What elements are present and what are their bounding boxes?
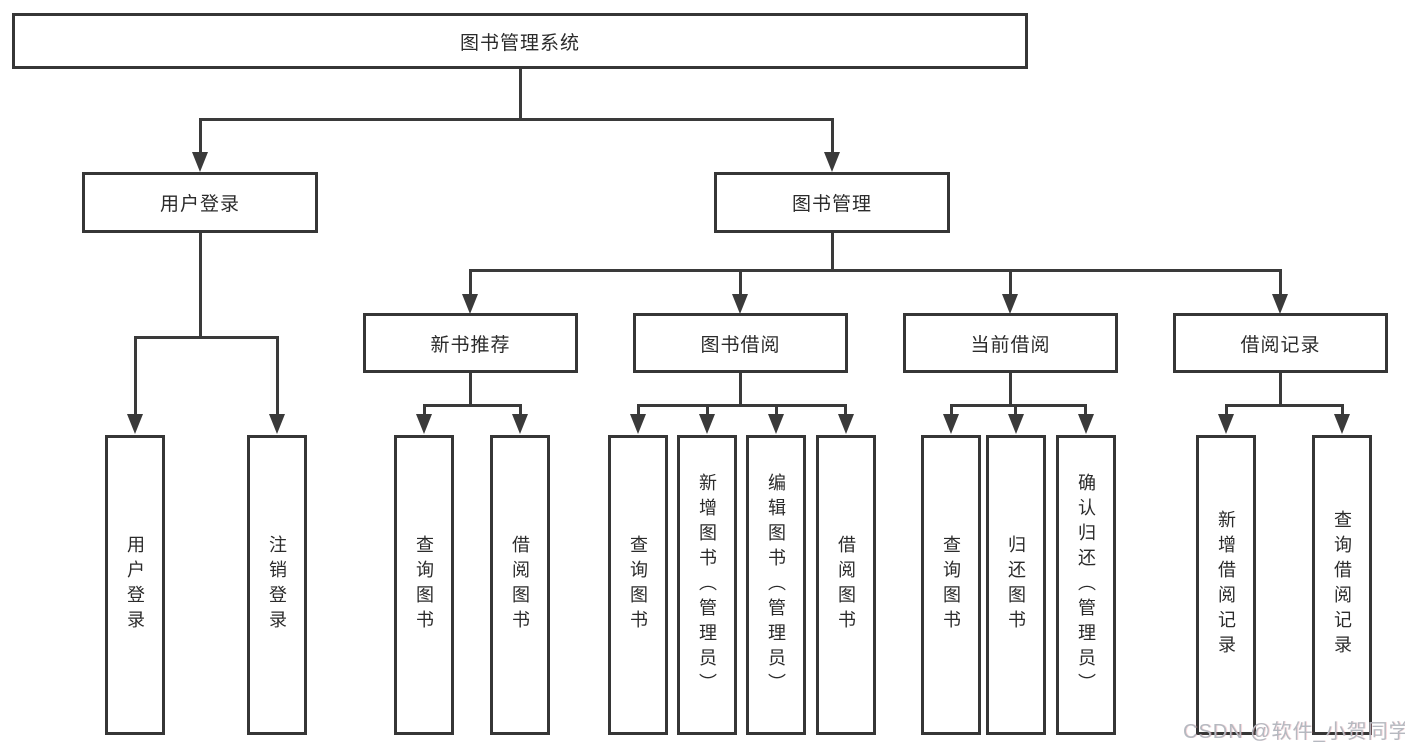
connector-drop-leaf — [423, 404, 426, 416]
connector-new-book-stub — [469, 373, 472, 407]
arrow-down-icon — [269, 414, 285, 434]
leaf-borrow-book-label: 借阅图书 — [836, 535, 856, 635]
connector-drop-leaf — [637, 404, 640, 416]
leaf-query-book-label: 查询图书 — [628, 535, 648, 635]
node-user-login-label: 用户登录 — [159, 194, 240, 215]
node-book-borrow-label: 图书借阅 — [700, 334, 781, 356]
connector-borrow-record-stub — [1279, 373, 1282, 407]
arrow-down-icon — [1334, 414, 1350, 434]
arrow-down-icon — [512, 414, 528, 434]
leaf-add-borrow-record: 新增借阅记录 — [1196, 435, 1256, 735]
node-book-manage: 图书管理 — [714, 172, 950, 233]
arrow-down-icon — [127, 414, 143, 434]
arrow-down-icon — [699, 414, 715, 434]
connector-drop-borrow-record — [1279, 269, 1282, 296]
leaf-query-book-recommend-label: 查询图书 — [414, 535, 434, 635]
arrow-down-icon — [838, 414, 854, 434]
arrow-down-icon — [824, 152, 840, 172]
arrow-down-icon — [1272, 294, 1288, 314]
leaf-query-current-borrow: 查询图书 — [921, 435, 981, 735]
connector-drop-leaf — [1341, 404, 1344, 416]
connector-drop-leaf — [844, 404, 847, 416]
leaf-return-book-label: 归还图书 — [1006, 535, 1026, 635]
connector-book-manage-split — [469, 269, 1282, 272]
connector-book-borrow-stub — [739, 373, 742, 407]
connector-user-login-stub — [199, 233, 202, 339]
leaf-confirm-return-admin-label: 确认归还（管理员） — [1076, 472, 1096, 698]
node-root-label: 图书管理系统 — [459, 32, 580, 54]
leaf-query-borrow-record-label: 查询借阅记录 — [1332, 510, 1352, 660]
arrow-down-icon — [732, 294, 748, 314]
connector-drop-book-borrow — [739, 269, 742, 296]
connector-current-borrow-split — [950, 404, 1087, 407]
connector-drop-new-book — [469, 269, 472, 296]
node-borrow-record-label: 借阅记录 — [1240, 334, 1321, 356]
connector-book-manage-stub — [831, 233, 834, 272]
leaf-borrow-book-recommend: 借阅图书 — [490, 435, 550, 735]
connector-drop-book-manage — [831, 118, 834, 156]
connector-drop-current-borrow — [1009, 269, 1012, 296]
leaf-add-book-admin: 新增图书（管理员） — [677, 435, 737, 735]
node-user-login: 用户登录 — [82, 172, 318, 233]
node-new-book-recommend: 新书推荐 — [363, 313, 578, 373]
arrow-down-icon — [943, 414, 959, 434]
leaf-return-book: 归还图书 — [986, 435, 1046, 735]
connector-drop-leaf — [1225, 404, 1228, 416]
arrow-down-icon — [768, 414, 784, 434]
connector-book-borrow-split — [637, 404, 847, 407]
connector-drop-leaf — [519, 404, 522, 416]
arrow-down-icon — [1078, 414, 1094, 434]
connector-drop-user-login — [199, 118, 202, 156]
leaf-logout: 注销登录 — [247, 435, 307, 735]
connector-root-stub — [519, 69, 522, 118]
connector-drop-leaf — [276, 336, 279, 416]
leaf-borrow-book-recommend-label: 借阅图书 — [510, 535, 530, 635]
node-root-library-system: 图书管理系统 — [12, 13, 1028, 69]
node-current-borrow: 当前借阅 — [903, 313, 1118, 373]
connector-drop-leaf — [1084, 404, 1087, 416]
connector-drop-leaf — [950, 404, 953, 416]
arrow-down-icon — [630, 414, 646, 434]
leaf-user-login-label: 用户登录 — [125, 535, 145, 635]
leaf-edit-book-admin-label: 编辑图书（管理员） — [766, 472, 786, 698]
node-borrow-record: 借阅记录 — [1173, 313, 1388, 373]
connector-root-split — [199, 118, 833, 121]
leaf-confirm-return-admin: 确认归还（管理员） — [1056, 435, 1116, 735]
node-current-borrow-label: 当前借阅 — [970, 334, 1051, 356]
connector-current-borrow-stub — [1009, 373, 1012, 407]
connector-drop-leaf — [706, 404, 709, 416]
arrow-down-icon — [1008, 414, 1024, 434]
leaf-query-current-borrow-label: 查询图书 — [941, 535, 961, 635]
connector-drop-leaf — [134, 336, 137, 416]
leaf-logout-label: 注销登录 — [267, 535, 287, 635]
leaf-query-borrow-record: 查询借阅记录 — [1312, 435, 1372, 735]
arrow-down-icon — [1002, 294, 1018, 314]
arrow-down-icon — [462, 294, 478, 314]
connector-user-login-split — [134, 336, 279, 339]
leaf-edit-book-admin: 编辑图书（管理员） — [746, 435, 806, 735]
arrow-down-icon — [1218, 414, 1234, 434]
arrow-down-icon — [192, 152, 208, 172]
node-new-book-recommend-label: 新书推荐 — [430, 334, 511, 356]
node-book-manage-label: 图书管理 — [791, 194, 872, 215]
arrow-down-icon — [416, 414, 432, 434]
leaf-user-login: 用户登录 — [105, 435, 165, 735]
csdn-watermark: CSDN @软件_小贺同学 — [1183, 721, 1405, 743]
connector-borrow-record-split — [1225, 404, 1343, 407]
connector-new-book-split — [423, 404, 521, 407]
connector-drop-leaf — [775, 404, 778, 416]
leaf-borrow-book: 借阅图书 — [816, 435, 876, 735]
leaf-query-book: 查询图书 — [608, 435, 668, 735]
leaf-add-borrow-record-label: 新增借阅记录 — [1216, 510, 1236, 660]
connector-drop-leaf — [1014, 404, 1017, 416]
leaf-add-book-admin-label: 新增图书（管理员） — [697, 472, 717, 698]
node-book-borrow: 图书借阅 — [633, 313, 848, 373]
leaf-query-book-recommend: 查询图书 — [394, 435, 454, 735]
